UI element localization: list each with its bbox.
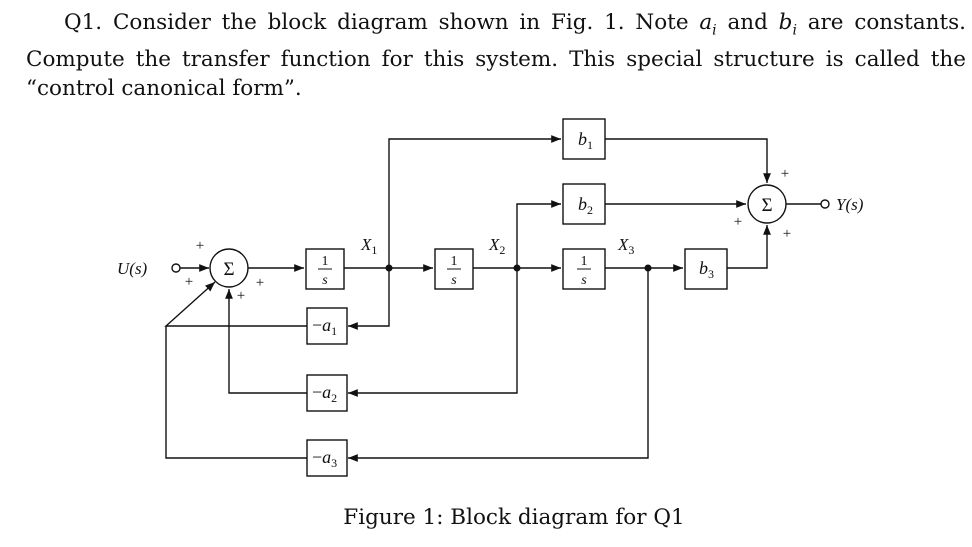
int2-num: 1 (451, 254, 458, 269)
sum2-plus-left: + (734, 214, 742, 230)
x2-branch-to-b2 (516, 200, 561, 268)
int2-den: s (451, 273, 457, 288)
figure-caption: Figure 1: Block diagram for Q1 (343, 505, 685, 530)
b-var: bi (778, 10, 797, 39)
x3-feedback-to-a3 (348, 268, 649, 462)
a3-to-sum1 (165, 326, 307, 459)
sum2-symbol: Σ (761, 195, 772, 216)
input-terminal (171, 263, 181, 273)
b3-to-sum2 (727, 225, 771, 269)
gain-block-b3 (684, 248, 728, 290)
question-number: Q1. (64, 10, 103, 35)
int1-num: 1 (322, 254, 329, 269)
junction-x3 (644, 264, 652, 272)
x1-branch-to-b1 (388, 135, 561, 268)
sum1-plus-bottom-left: + (185, 274, 193, 290)
gain-b2-label: b2 (578, 194, 593, 217)
gain-block-a3 (306, 439, 348, 477)
output-terminal (820, 199, 830, 209)
input-label: U(s) (117, 259, 148, 278)
sum1-plus-right: + (256, 275, 264, 291)
gain-block-a2 (306, 374, 348, 412)
sum1-plus-bottom: + (237, 288, 245, 304)
sum2-plus-bottom: + (783, 226, 791, 242)
gain-a1-label: −a1 (312, 315, 337, 338)
int3-num: 1 (581, 254, 588, 269)
a2-to-sum1 (225, 289, 307, 394)
int3-den: s (581, 273, 587, 288)
gain-block-a1 (306, 307, 348, 345)
junction-x2 (513, 264, 521, 272)
sum2-plus-top: + (781, 166, 789, 182)
b1-to-sum2 (605, 138, 771, 183)
state-x3: X3 (617, 235, 634, 257)
a-var: ai (699, 10, 717, 39)
junction-x1 (385, 264, 393, 272)
gain-block-b1 (562, 118, 606, 160)
sum1-symbol: Σ (223, 259, 234, 280)
int1-den: s (322, 273, 328, 288)
sum1-plus-top: + (196, 238, 204, 254)
x1-feedback-to-a1 (348, 268, 390, 330)
state-x2: X2 (488, 235, 505, 257)
gain-a3-label: −a3 (312, 447, 337, 470)
output-label: Y(s) (836, 195, 864, 214)
gain-a2-label: −a2 (312, 382, 337, 405)
x2-feedback-to-a2 (348, 268, 518, 397)
question-text: Q1. Consider the block diagram shown in … (26, 10, 966, 102)
state-x1: X1 (360, 235, 377, 257)
gain-b3-label: b3 (699, 258, 714, 281)
gain-b1-label: b1 (578, 129, 593, 152)
